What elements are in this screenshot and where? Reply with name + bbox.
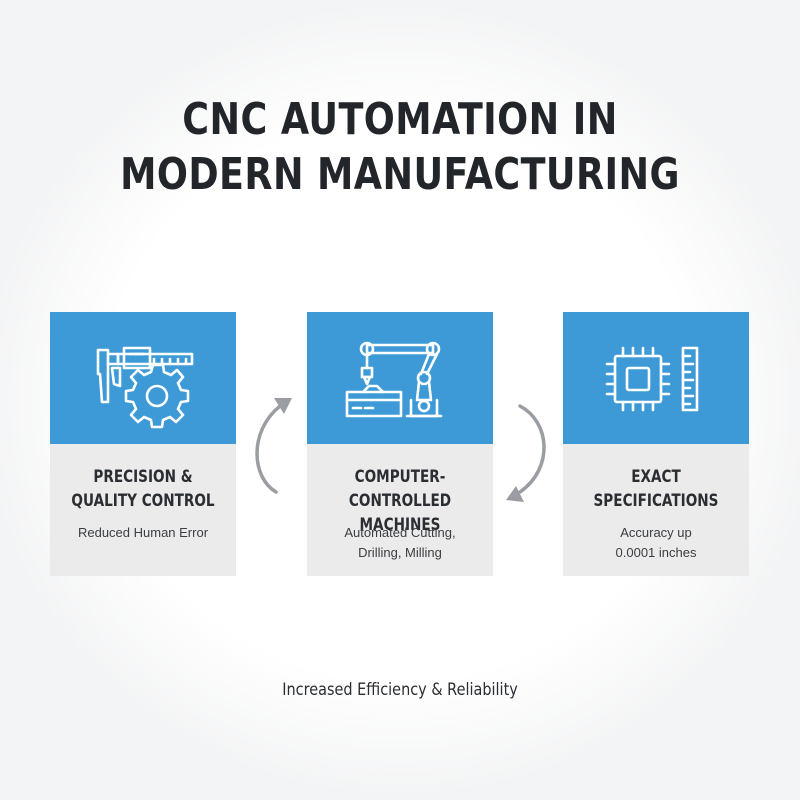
card-machines-header	[307, 312, 493, 444]
caliper-gear-icon	[96, 346, 194, 429]
card-precision-title-line-1: PRECISION &	[93, 467, 193, 487]
card-machines-title-line-1: COMPUTER-CONTROLLED	[348, 467, 452, 511]
card-precision-title: PRECISION & QUALITY CONTROL	[69, 465, 218, 513]
card-specifications-title-line-2: SPECIFICATIONS	[593, 491, 719, 511]
card-specifications-title: EXACT SPECIFICATIONS	[582, 465, 731, 513]
card-precision-title-line-2: QUALITY CONTROL	[71, 491, 215, 511]
card-machines-subtitle-line-1: Automated Cutting,	[344, 525, 456, 540]
card-machines-title: COMPUTER-CONTROLLED MACHINES	[326, 465, 475, 537]
card-machines-subtitle: Automated Cutting, Drilling, Milling	[307, 523, 493, 563]
card-machines-subtitle-line-2: Drilling, Milling	[358, 545, 442, 560]
chip-ruler-icon	[605, 346, 699, 412]
card-specifications: EXACT SPECIFICATIONS Accuracy up 0.0001 …	[563, 312, 749, 576]
robotic-arm-icon	[345, 341, 443, 418]
card-machines-title-line-2: MACHINES	[359, 515, 441, 535]
card-machines: COMPUTER-CONTROLLED MACHINES Automated C…	[307, 312, 493, 576]
card-precision-subtitle: Reduced Human Error	[50, 523, 236, 543]
title-line-2: MODERN MANUFACTURING	[120, 149, 680, 200]
card-specifications-title-line-1: EXACT	[631, 467, 681, 487]
card-specifications-subtitle-line-2: 0.0001 inches	[615, 545, 697, 560]
card-specifications-subtitle-line-1: Accuracy up	[620, 525, 692, 540]
card-specifications-subtitle: Accuracy up 0.0001 inches	[563, 523, 749, 563]
card-precision-header	[50, 312, 236, 444]
cycle-arrow-right-icon	[506, 404, 546, 502]
footer-caption: Increased Efficiency & Reliability	[282, 680, 518, 700]
cycle-arrow-left-icon	[255, 398, 292, 494]
card-specifications-header	[563, 312, 749, 444]
title-line-1: CNC AUTOMATION IN	[182, 94, 618, 145]
card-precision-subtitle-line-1: Reduced Human Error	[77, 525, 209, 540]
page-title: CNC AUTOMATION IN MODERN MANUFACTURING	[68, 92, 732, 202]
card-precision: PRECISION & QUALITY CONTROL Reduced Huma…	[50, 312, 236, 576]
